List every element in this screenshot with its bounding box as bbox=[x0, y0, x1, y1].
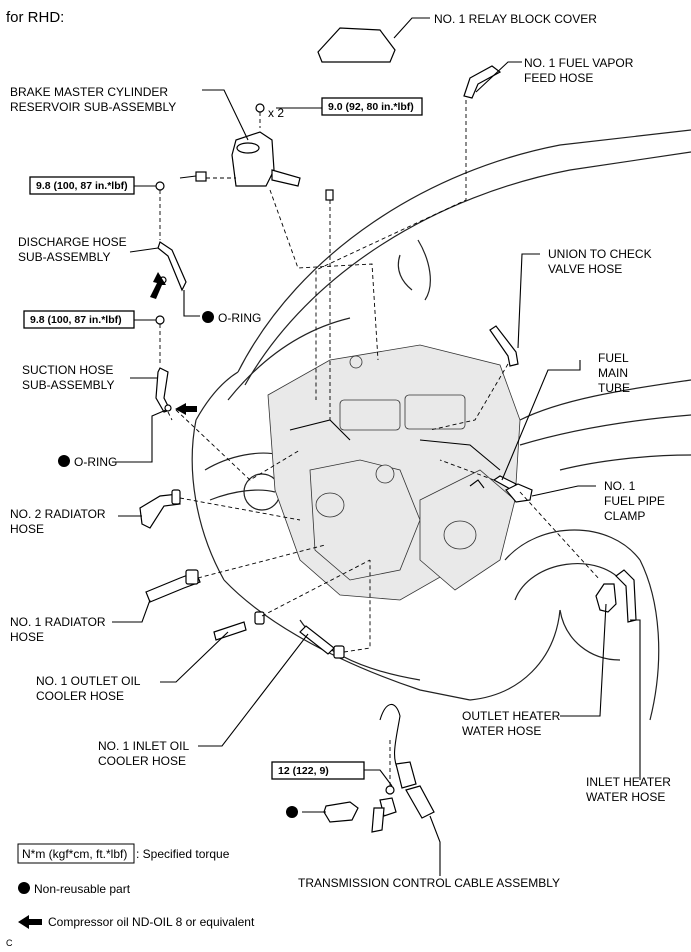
oil-arrow-suction bbox=[175, 403, 197, 415]
union-check-valve-hose-part bbox=[489, 325, 519, 367]
legend-torque-unit: N*m (kgf*cm, ft.*lbf) bbox=[22, 847, 127, 861]
label-fuel-vapor-line1: NO. 1 FUEL VAPOR bbox=[524, 56, 634, 70]
label-no2-radiator-hose-line1: NO. 2 RADIATOR bbox=[10, 507, 106, 521]
o-ring-dot-1 bbox=[202, 311, 214, 323]
no2-radiator-hose-part bbox=[139, 493, 181, 529]
cable-clip-part bbox=[323, 801, 359, 823]
label-union-check-valve-line1: UNION TO CHECK bbox=[548, 247, 652, 261]
suction-bolt-part bbox=[155, 315, 165, 325]
label-inlet-heater-line1: INLET HEATER bbox=[586, 775, 671, 789]
legend-oil-arrow-icon bbox=[18, 915, 42, 929]
label-fuel-vapor-line2: FEED HOSE bbox=[524, 71, 593, 85]
outlet-oil-cooler-hose-part bbox=[213, 621, 247, 641]
torque-value-suction: 9.8 (100, 87 in.*lbf) bbox=[30, 314, 122, 326]
o-ring-dot-2 bbox=[58, 455, 70, 467]
reservoir-nut-part bbox=[255, 103, 265, 113]
torque-value-discharge: 9.8 (100, 87 in.*lbf) bbox=[36, 180, 128, 192]
label-relay-block-cover: NO. 1 RELAY BLOCK COVER bbox=[434, 12, 597, 26]
discharge-bolt-part bbox=[155, 181, 165, 191]
label-inlet-oil-cooler-line1: NO. 1 INLET OIL bbox=[98, 739, 189, 753]
relay-block-cover-part bbox=[317, 27, 396, 63]
label-fuel-pipe-clamp-line3: CLAMP bbox=[604, 509, 645, 523]
label-outlet-heater-line1: OUTLET HEATER bbox=[462, 709, 561, 723]
label-fuel-main-tube-line1: FUEL bbox=[598, 351, 629, 365]
label-o-ring-1: O-RING bbox=[218, 311, 261, 325]
leader-lines bbox=[112, 17, 641, 876]
label-o-ring-2: O-RING bbox=[74, 455, 117, 469]
label-discharge-hose-line1: DISCHARGE HOSE bbox=[18, 235, 127, 249]
legend-non-reusable-dot bbox=[18, 882, 30, 894]
label-outlet-heater-line2: WATER HOSE bbox=[462, 724, 541, 738]
label-no2-radiator-hose-line2: HOSE bbox=[10, 522, 44, 536]
engine-assembly bbox=[267, 344, 521, 601]
transmission-cable-part bbox=[371, 703, 435, 833]
torque-box-suction: 9.8 (100, 87 in.*lbf) bbox=[23, 310, 135, 329]
torque-box-discharge: 9.8 (100, 87 in.*lbf) bbox=[29, 176, 135, 195]
torque-value-reservoir: 9.0 (92, 80 in.*lbf) bbox=[328, 101, 414, 113]
label-outlet-oil-cooler-line2: COOLER HOSE bbox=[36, 689, 124, 703]
torque-box-cable: 12 (122, 9) bbox=[271, 761, 365, 780]
legend: N*m (kgf*cm, ft.*lbf) : Specified torque… bbox=[17, 843, 255, 929]
label-fuel-main-tube-line2: MAIN bbox=[598, 366, 628, 380]
vehicle-body-outline bbox=[191, 129, 691, 721]
fuel-vapor-feed-hose-part bbox=[463, 65, 502, 99]
legend-compressor-oil-text: Compressor oil ND-OIL 8 or equivalent bbox=[48, 915, 255, 929]
label-suction-hose-line1: SUCTION HOSE bbox=[22, 363, 113, 377]
label-discharge-hose-line2: SUB-ASSEMBLY bbox=[18, 250, 110, 264]
cable-nut-part bbox=[385, 785, 395, 795]
fuel-main-tube-part bbox=[492, 475, 517, 491]
label-fuel-main-tube-line3: TUBE bbox=[598, 381, 630, 395]
label-no1-radiator-hose-line1: NO. 1 RADIATOR bbox=[10, 615, 106, 629]
legend-torque-text: : Specified torque bbox=[136, 847, 230, 861]
legend-non-reusable-text: Non-reusable part bbox=[34, 882, 131, 896]
label-inlet-heater-line2: WATER HOSE bbox=[586, 790, 665, 804]
label-union-check-valve-line2: VALVE HOSE bbox=[548, 262, 622, 276]
brake-reservoir-part bbox=[179, 131, 301, 187]
outlet-heater-water-hose-part bbox=[595, 583, 617, 613]
oil-arrow-discharge bbox=[150, 272, 166, 299]
torque-value-cable: 12 (122, 9) bbox=[278, 765, 329, 777]
cable-clip-dot bbox=[286, 806, 298, 818]
label-brake-reservoir-line1: BRAKE MASTER CYLINDER bbox=[10, 85, 168, 99]
assembly-dash-lines bbox=[159, 100, 601, 786]
clip-part bbox=[325, 189, 334, 201]
label-outlet-oil-cooler-line1: NO. 1 OUTLET OIL bbox=[36, 674, 141, 688]
label-nut-multiplier: x 2 bbox=[268, 106, 284, 120]
label-brake-reservoir-line2: RESERVOIR SUB-ASSEMBLY bbox=[10, 100, 176, 114]
diagram-header: for RHD: bbox=[6, 9, 64, 26]
label-suction-hose-line2: SUB-ASSEMBLY bbox=[22, 378, 114, 392]
label-inlet-oil-cooler-line2: COOLER HOSE bbox=[98, 754, 186, 768]
label-no1-radiator-hose-line2: HOSE bbox=[10, 630, 44, 644]
label-fuel-pipe-clamp-line2: FUEL PIPE bbox=[604, 494, 665, 508]
figure-code: C bbox=[6, 938, 13, 948]
torque-box-reservoir: 9.0 (92, 80 in.*lbf) bbox=[321, 97, 423, 116]
inlet-heater-water-hose-part bbox=[615, 569, 637, 623]
label-transmission-cable: TRANSMISSION CONTROL CABLE ASSEMBLY bbox=[298, 876, 560, 890]
label-fuel-pipe-clamp-line1: NO. 1 bbox=[604, 479, 636, 493]
